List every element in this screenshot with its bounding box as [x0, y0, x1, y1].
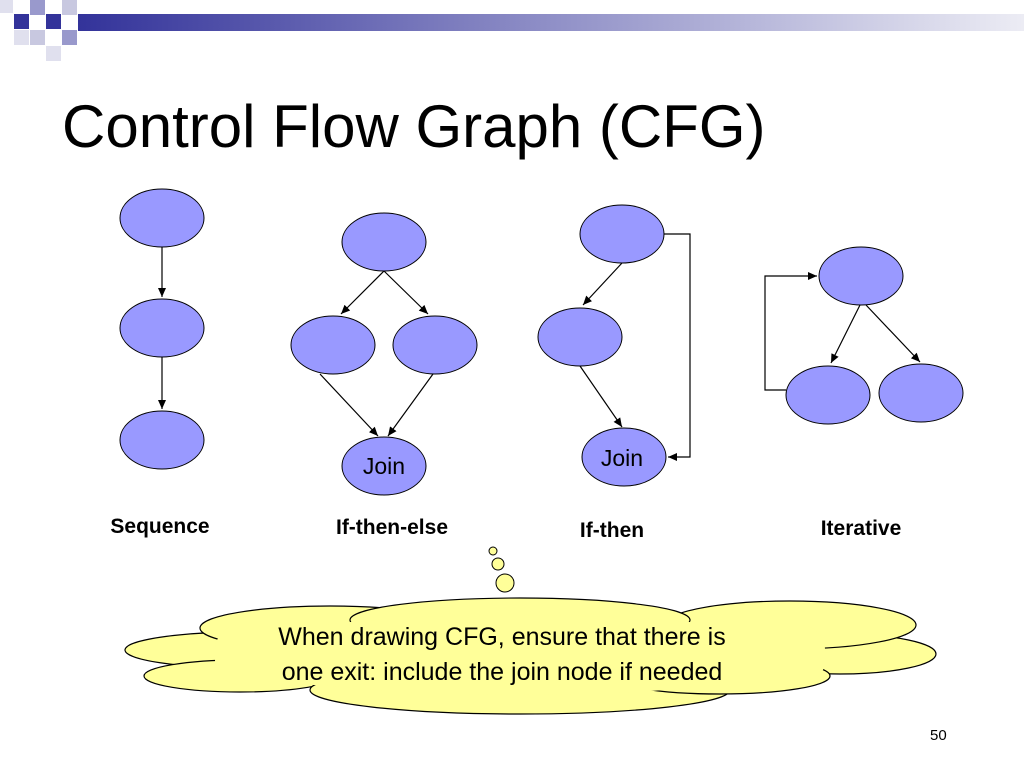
cfg-edge	[582, 262, 623, 306]
cfg-edge	[340, 270, 385, 315]
cfg-node	[537, 307, 623, 367]
diagram-label-if-then: If-then	[580, 519, 644, 542]
cloud-callout: When drawing CFG, ensure that there is o…	[124, 597, 937, 715]
cfg-node	[341, 212, 427, 272]
banner-square	[30, 30, 45, 45]
thought-bubbles	[488, 546, 515, 593]
banner-square	[62, 30, 77, 45]
diagram-label-if-then-else: If-then-else	[336, 516, 448, 539]
cfg-node	[818, 246, 904, 306]
banner-square	[14, 14, 29, 29]
if-then-else-diagram: Join If-then-else	[290, 212, 478, 539]
cfg-edge	[383, 270, 429, 315]
banner-square	[62, 0, 77, 15]
cfg-node	[579, 204, 665, 264]
cfg-edge	[319, 373, 379, 437]
join-node-label: Join	[363, 453, 405, 479]
cfg-node	[785, 365, 871, 425]
cfg-edge	[830, 304, 861, 364]
banner-square	[46, 14, 61, 29]
diagram-label-iterative: Iterative	[821, 517, 902, 540]
cfg-node	[878, 363, 964, 423]
cfg-edge-bypass	[664, 233, 691, 461]
join-node-label: Join	[601, 445, 643, 471]
diagram-label-sequence: Sequence	[110, 515, 209, 538]
if-then-diagram: Join If-then	[537, 204, 691, 542]
thought-bubble-dot	[495, 573, 515, 593]
cloud-core	[215, 625, 825, 685]
page-number: 50	[930, 727, 947, 744]
banner-square	[46, 46, 61, 61]
cfg-node	[290, 315, 376, 375]
banner-square	[14, 30, 29, 45]
cfg-edge	[579, 365, 623, 428]
sequence-diagram: Sequence	[110, 188, 210, 538]
banner-bar	[78, 14, 1024, 31]
cfg-edge	[865, 304, 921, 363]
note-line-1: When drawing CFG, ensure that there is	[278, 623, 725, 651]
cfg-node	[392, 315, 478, 375]
note-line-2: one exit: include the join node if neede…	[282, 658, 723, 686]
banner-square	[0, 0, 13, 13]
join-node	[581, 427, 667, 487]
cfg-edge-loop	[764, 272, 817, 391]
cfg-node	[119, 188, 205, 248]
cfg-node	[119, 410, 205, 470]
cfg-node	[119, 298, 205, 358]
header-banner	[0, 0, 1024, 61]
iterative-diagram: Iterative	[764, 246, 964, 540]
thought-bubble-dot	[491, 557, 505, 571]
thought-bubble-dot	[488, 546, 498, 556]
page-title: Control Flow Graph (CFG)	[62, 93, 766, 160]
banner-square	[30, 0, 45, 15]
cfg-edge	[387, 373, 434, 437]
join-node	[341, 436, 427, 496]
